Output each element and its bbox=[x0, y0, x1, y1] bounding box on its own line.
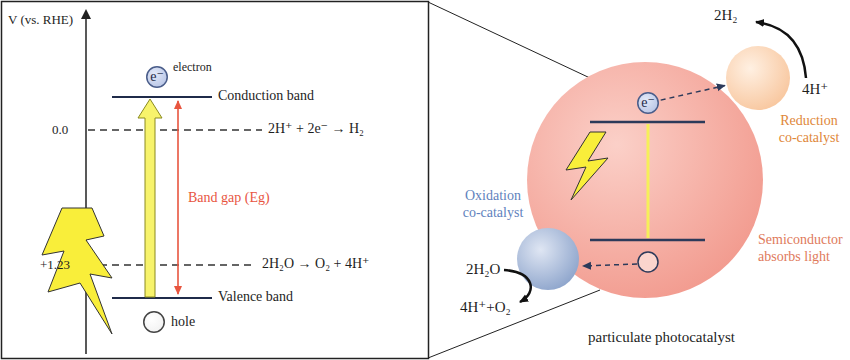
particle-valence-band bbox=[590, 239, 705, 242]
oxidation-reaction-arrow bbox=[504, 270, 531, 302]
hole-circle: hole bbox=[143, 311, 165, 333]
axis-title: V (vs. RHE) bbox=[8, 12, 73, 28]
band-gap-arrow bbox=[177, 101, 179, 294]
figure-label: particulate photocatalyst bbox=[588, 328, 735, 346]
node-text: Reduction co-catalyst bbox=[772, 113, 846, 147]
reactant-label: 4H⁺ bbox=[802, 80, 828, 98]
potential-axis bbox=[85, 14, 87, 354]
oxidation-cocatalyst: Oxidation co-catalyst bbox=[517, 228, 579, 290]
particle-conduction-band bbox=[590, 121, 705, 124]
node-text: Semiconductor absorbs light bbox=[758, 232, 846, 266]
zoom-line bbox=[428, 2, 590, 78]
product-label: 4H⁺+O₂ bbox=[460, 298, 511, 316]
panel-frame bbox=[2, 2, 429, 359]
lightning-bolt bbox=[566, 132, 608, 200]
band-gap-label: Band gap (Eg) bbox=[188, 190, 270, 207]
particle-excitation-line bbox=[647, 124, 650, 238]
tick-value: 0.0 bbox=[52, 122, 68, 138]
oxidation-cocatalyst-outline bbox=[517, 228, 579, 290]
band-label: Valence band bbox=[218, 289, 293, 306]
electron-circle: e⁻electron bbox=[146, 66, 168, 88]
electron-circle-outline bbox=[147, 67, 168, 88]
reduction-cocatalyst-outline bbox=[726, 46, 790, 110]
reaction-equation: 2H⁺ + 2e⁻ → H₂ bbox=[268, 121, 364, 138]
reduction-reaction-arrow bbox=[756, 22, 806, 78]
reaction-equation: 2H₂O → O₂ + 4H⁺ bbox=[262, 256, 370, 273]
reduction-cocatalyst-shape bbox=[726, 46, 790, 110]
hole-transfer-line bbox=[583, 264, 637, 266]
excitation-arrow bbox=[138, 99, 162, 297]
product-label: 2H₂ bbox=[714, 6, 738, 24]
electron-circle-outline bbox=[638, 93, 659, 114]
h2-level-line bbox=[88, 129, 262, 130]
node-text: e⁻ bbox=[146, 69, 168, 86]
tick-value: +1.23 bbox=[40, 257, 70, 273]
zoom-line bbox=[428, 290, 600, 358]
reactant-label: 2H₂O bbox=[466, 260, 500, 278]
node-text: hole bbox=[171, 314, 195, 331]
hole-circle-outline bbox=[144, 312, 165, 333]
reduction-cocatalyst: Reduction co-catalyst bbox=[726, 46, 790, 110]
particle-hole bbox=[638, 252, 658, 272]
conduction-band-line bbox=[112, 96, 212, 98]
electron-circle: e⁻ bbox=[637, 92, 659, 114]
node-text: e⁻ bbox=[637, 95, 659, 112]
valence-band-line bbox=[112, 297, 212, 299]
node-caption: electron bbox=[173, 60, 212, 74]
o2-level-line bbox=[88, 264, 256, 265]
electron-transfer-line bbox=[661, 86, 725, 101]
node-text: Oxidation co-catalyst bbox=[458, 188, 528, 222]
oxidation-cocatalyst-shape bbox=[517, 228, 579, 290]
band-label: Conduction band bbox=[218, 88, 314, 105]
hole-circle-shape bbox=[143, 311, 165, 333]
